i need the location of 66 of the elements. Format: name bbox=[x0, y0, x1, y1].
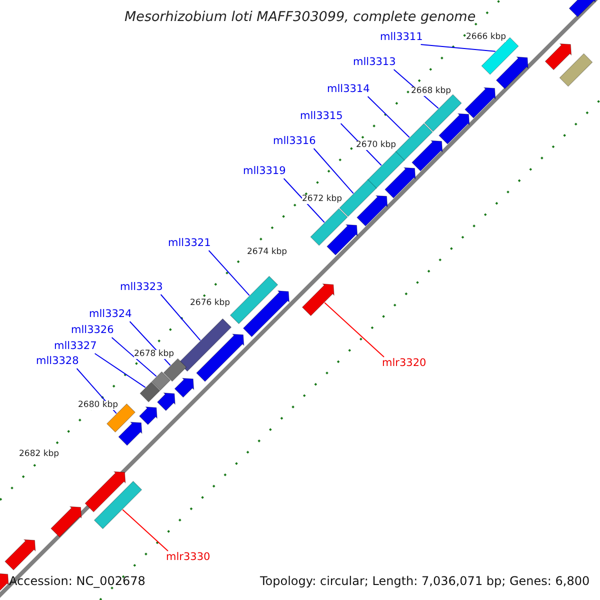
gene-label: mll3311 bbox=[380, 32, 423, 44]
gene-bar bbox=[94, 480, 142, 530]
gene-label: mll3326 bbox=[71, 325, 114, 337]
scale-label: 2676 kbp bbox=[190, 299, 230, 308]
gene-block bbox=[384, 167, 416, 198]
gene-label: mll3323 bbox=[120, 282, 163, 294]
gene-label: mll3313 bbox=[353, 57, 396, 69]
leader-line bbox=[208, 250, 250, 296]
gene-bar bbox=[559, 53, 593, 87]
gene-label: mll3327 bbox=[54, 341, 97, 353]
leader-line bbox=[313, 148, 354, 194]
leader-line bbox=[283, 178, 325, 223]
gene-bar bbox=[140, 382, 160, 402]
gene-label: mll3328 bbox=[36, 356, 79, 368]
gene-label: mll3319 bbox=[243, 166, 286, 178]
gene-bar bbox=[178, 318, 232, 372]
gene-bar bbox=[395, 123, 433, 161]
gene-block bbox=[464, 87, 496, 118]
genome-info-text: Topology: circular; Length: 7,036,071 bp; Genes: 6,800 bbox=[260, 575, 590, 588]
scale-label: 2680 kbp bbox=[78, 401, 118, 410]
gene-label: mll3315 bbox=[300, 111, 343, 123]
gene-block bbox=[4, 539, 36, 570]
gene-bar bbox=[310, 208, 348, 246]
gene-block bbox=[544, 43, 572, 70]
gene-bar bbox=[151, 371, 171, 391]
gene-bar bbox=[230, 276, 278, 324]
scale-label: 2678 kbp bbox=[134, 350, 174, 360]
gene-block bbox=[326, 224, 358, 256]
leader-line bbox=[122, 509, 168, 552]
gene-block bbox=[196, 334, 244, 382]
scale-label: 2666 kbp bbox=[466, 33, 506, 42]
leader-line bbox=[367, 96, 410, 138]
gene-block bbox=[302, 284, 334, 316]
gene-label: mll3324 bbox=[89, 309, 132, 321]
gene-block bbox=[138, 406, 158, 426]
gene-block bbox=[496, 56, 528, 90]
leader-line bbox=[94, 353, 146, 388]
scale-label: 2672 kbp bbox=[302, 195, 342, 204]
gene-label: mlr3330 bbox=[166, 552, 210, 564]
gene-block bbox=[118, 422, 142, 446]
scale-label: 2668 kbp bbox=[411, 87, 452, 96]
gene-bar bbox=[424, 94, 462, 132]
gene-block bbox=[356, 195, 388, 226]
gene-label: mlr3320 bbox=[382, 358, 426, 370]
gene-block bbox=[84, 471, 126, 512]
gene-block bbox=[50, 506, 82, 538]
gene-block bbox=[412, 140, 443, 172]
gene-bar bbox=[367, 151, 405, 189]
leader-line bbox=[160, 294, 201, 341]
gene-bar bbox=[163, 358, 187, 382]
leader-line bbox=[111, 337, 157, 377]
leader-line bbox=[324, 302, 384, 358]
gene-block bbox=[156, 392, 176, 412]
map-title: Mesorhizobium loti MAFF303099, complete genome bbox=[124, 10, 476, 25]
scale-label: 2670 kbp bbox=[356, 141, 396, 150]
gene-label: mll3316 bbox=[273, 136, 316, 148]
scale-label: 2674 kbp bbox=[247, 248, 288, 258]
gene-block bbox=[174, 378, 194, 398]
gene-block bbox=[438, 113, 470, 144]
gene-label: mll3314 bbox=[327, 84, 370, 96]
gene-block bbox=[242, 290, 290, 338]
gene-label: mll3321 bbox=[168, 238, 211, 250]
gene-block bbox=[568, 0, 596, 18]
scale-label: 2682 kbp bbox=[19, 450, 60, 460]
leader-line bbox=[420, 44, 496, 52]
accession-text: Accession: NC_002678 bbox=[9, 575, 146, 588]
